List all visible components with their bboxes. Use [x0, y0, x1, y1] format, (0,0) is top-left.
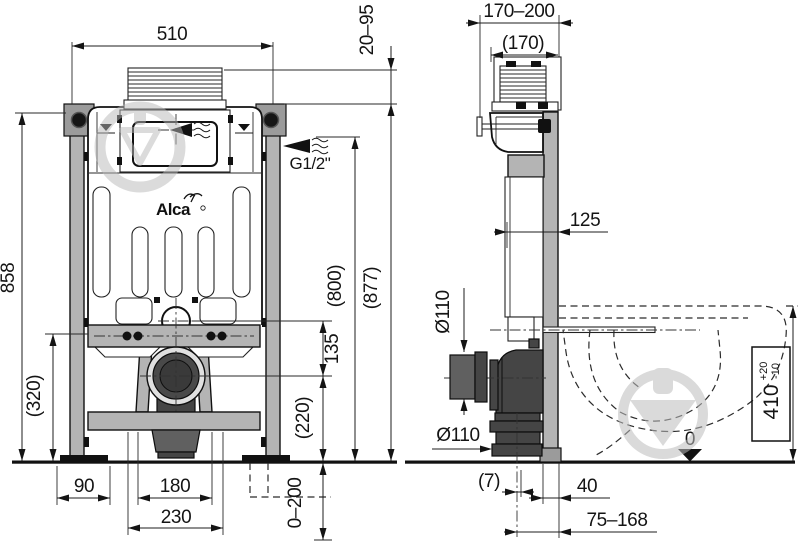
- dim-label: 75–168: [586, 510, 647, 531]
- dim-label: 510: [157, 24, 188, 45]
- dim-label: Ø110: [436, 425, 479, 446]
- bracket-bolt-icon: [70, 111, 88, 129]
- dim-width-510: 510: [71, 24, 274, 104]
- inlet-arrow-icon: [283, 139, 310, 153]
- dim-label: (7): [478, 471, 500, 492]
- g12-inlet: G1/2": [283, 137, 331, 173]
- dim-dia-110-connector: Ø110: [433, 288, 468, 415]
- dim-label: 858: [0, 263, 19, 294]
- bowl-bracket: [490, 326, 700, 334]
- water-waves-icon: [311, 137, 329, 155]
- dim-label: (320): [24, 375, 45, 417]
- dim-label: (170): [502, 33, 544, 54]
- dim-depth-170-200: 170–200: [466, 1, 573, 118]
- dim-bowl-height-410: 410 +20 -10: [751, 306, 797, 461]
- dim-label: 40: [577, 476, 597, 497]
- inlet-thread-label: G1/2": [290, 154, 331, 173]
- floor-line-front: [12, 460, 397, 464]
- brand-logo: Alca: [156, 193, 206, 219]
- frame-posts-front: [69, 105, 281, 457]
- dim-height-800: (800): [316, 136, 360, 461]
- dim-range-75-168: 75–168: [504, 510, 657, 536]
- dim-height-858: 858: [0, 112, 66, 461]
- dim-depth-40: 40: [529, 464, 610, 504]
- dim-label: (800): [325, 265, 346, 307]
- dim-leg-extension-0-200: 0–200: [249, 463, 332, 541]
- lower-crossbeam: [87, 411, 261, 431]
- dim-label: 410: [760, 384, 783, 419]
- side-view: 0 170–200 (170) 125 Ø110: [405, 1, 798, 538]
- drain-assembly-front: [140, 298, 212, 445]
- brand-logo-text: Alca: [156, 200, 191, 219]
- dim-label: 170–200: [483, 1, 554, 22]
- dim-height-877: (877): [284, 46, 397, 461]
- dim-label: 20–95: [357, 5, 378, 56]
- bracket-bolt-icon: [262, 111, 280, 129]
- drain-elbow-side: [444, 349, 546, 537]
- outlet-connector-side: [449, 351, 488, 403]
- dim-dia-110-elbow: Ø110: [432, 425, 492, 453]
- dim-tolerance-minus: -10: [770, 363, 782, 379]
- dim-height-135: 135: [192, 320, 343, 377]
- dim-label: 125: [570, 210, 601, 231]
- dim-depth-125: 125: [494, 210, 608, 248]
- dim-offset-7: (7): [478, 470, 534, 497]
- dim-label: (877): [361, 267, 382, 309]
- dim-height-220: (220): [293, 376, 327, 461]
- dim-depth-170: (170): [490, 33, 558, 62]
- panel-slots: [92, 186, 251, 298]
- front-view: G1/2" Alca: [0, 5, 397, 541]
- bird-icon: [183, 193, 203, 203]
- floor-line-side: [405, 460, 795, 464]
- dim-label: 135: [322, 334, 343, 365]
- watermark: [618, 368, 708, 459]
- dim-width-180: 180: [137, 432, 213, 505]
- dim-label: 0–200: [285, 478, 306, 529]
- push-rod-end: [476, 116, 483, 137]
- flush-shaft-side: [491, 56, 562, 112]
- dim-tolerance-plus: +20: [758, 362, 770, 381]
- frame-feet-front: [60, 455, 290, 462]
- dim-label: 180: [160, 476, 191, 497]
- watermark: [94, 101, 186, 193]
- cistern-side: [476, 112, 551, 349]
- upper-crossbeam: [87, 324, 261, 348]
- dim-label: Ø110: [433, 290, 454, 333]
- dim-height-320: (320): [24, 333, 88, 461]
- dim-range-20-95: 20–95: [224, 5, 397, 71]
- flush-shaft-front: [123, 67, 227, 110]
- dim-label: 230: [161, 507, 192, 528]
- dim-label: (220): [293, 397, 314, 439]
- drain-fitting-front: [151, 429, 201, 459]
- registered-mark-icon: [200, 205, 206, 211]
- dim-label: 90: [74, 476, 94, 497]
- dim-width-230: 230: [127, 432, 224, 535]
- rod-nut-icon: [538, 119, 551, 133]
- dim-offset-90: 90: [56, 466, 111, 505]
